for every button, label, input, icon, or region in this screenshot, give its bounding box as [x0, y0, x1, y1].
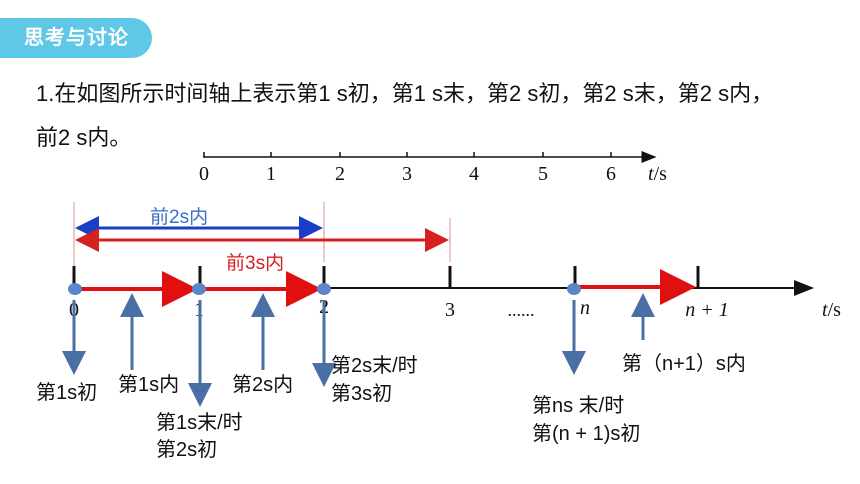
- label-end-ns-a: 第ns 末/时: [532, 394, 624, 417]
- first-2s-label: 前2s内: [150, 206, 208, 228]
- question-line-1: 1.在如图所示时间轴上表示第1 s初，第1 s末，第2 s初，第2 s末，第2 …: [36, 81, 774, 106]
- top-tick-label: 4: [469, 163, 479, 185]
- label-end-1s-a: 第1s末/时: [156, 411, 243, 434]
- point-2: [317, 283, 331, 295]
- question-line-2: 前2 s内。: [36, 125, 132, 150]
- label-during-2s: 第2s内: [232, 373, 293, 396]
- bottom-axis-unit: t/s: [822, 299, 841, 321]
- label-during-1s: 第1s内: [118, 373, 179, 396]
- top-tick-label: 1: [266, 163, 276, 185]
- label-start-1s: 第1s初: [36, 381, 97, 404]
- n-plus-1-label: n + 1: [685, 299, 729, 321]
- point-n: [567, 283, 581, 295]
- first-3s-label: 前3s内: [226, 252, 284, 274]
- top-tick-label: 0: [199, 163, 209, 185]
- bottom-tick-label: 3: [445, 299, 455, 321]
- label-during-n1: 第（n+1）s内: [622, 352, 746, 375]
- bottom-axis: 0 1 2 3 ...... n n + 1 t/s: [68, 266, 841, 321]
- label-end-2s-a: 第2s末/时: [331, 354, 418, 377]
- top-axis: 0 1 2 3 4 5 6 t/s: [199, 151, 667, 185]
- top-tick-label: 3: [402, 163, 412, 185]
- point-1: [192, 283, 206, 295]
- point-0: [68, 283, 82, 295]
- top-tick-label: 2: [335, 163, 345, 185]
- label-end-1s-b: 第2s初: [156, 438, 217, 461]
- question-text: 1.在如图所示时间轴上表示第1 s初，第1 s末，第2 s初，第2 s末，第2 …: [36, 72, 856, 160]
- top-axis-unit: t/s: [648, 163, 667, 185]
- n-label: n: [580, 297, 590, 319]
- top-tick-label: 6: [606, 163, 616, 185]
- section-badge: 思考与讨论: [0, 18, 152, 58]
- label-end-ns-b: 第(n + 1)s初: [532, 422, 640, 445]
- top-tick-label: 5: [538, 163, 548, 185]
- ellipsis: ......: [508, 300, 535, 320]
- label-end-2s-b: 第3s初: [331, 382, 392, 405]
